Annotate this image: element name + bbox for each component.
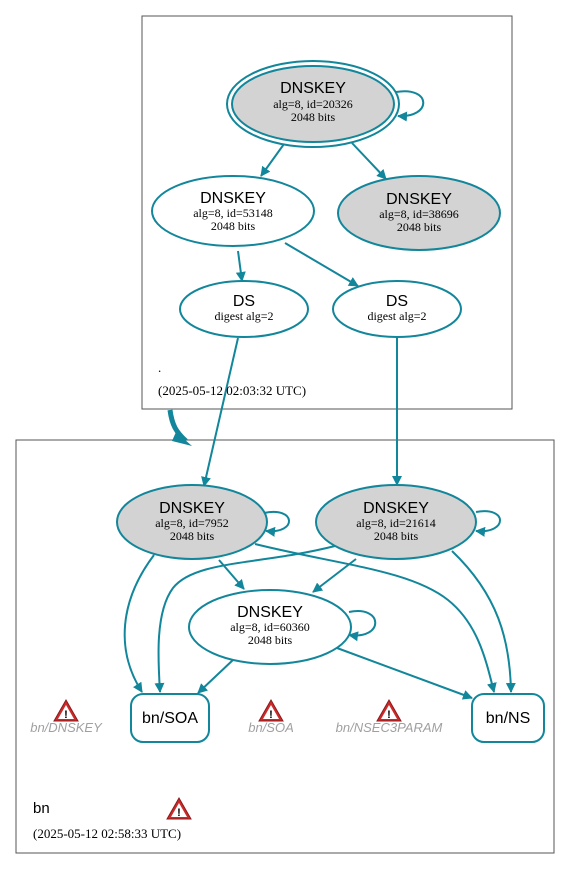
- svg-text:!: !: [387, 709, 391, 721]
- svg-text:!: !: [177, 807, 181, 819]
- edge-bn-ksk1-self: [263, 510, 290, 537]
- warning-label-dnskey: bn/DNSKEY: [30, 720, 103, 735]
- delegation-arrowhead: [172, 432, 192, 446]
- node-detail: digest alg=2: [214, 309, 273, 323]
- node-detail: 2048 bits: [248, 633, 293, 647]
- node-title: DNSKEY: [159, 500, 225, 517]
- edge-ksk-key3: [351, 142, 387, 180]
- node-bn-ns[interactable]: bn/NS: [471, 693, 545, 743]
- node-detail: alg=8, id=38696: [379, 207, 459, 221]
- bn-zone-box: [15, 439, 555, 854]
- node-detail: 2048 bits: [211, 219, 256, 233]
- edge-ksk-zsk: [260, 143, 285, 177]
- node-detail: 2048 bits: [170, 529, 215, 543]
- edge-bn-ksk2-soa: [154, 545, 336, 693]
- svg-text:!: !: [269, 709, 273, 721]
- node-title: bn/NS: [486, 710, 530, 727]
- edge-bn-zsk-self: [348, 610, 377, 642]
- warning-triangle-icon[interactable]: !: [166, 796, 192, 820]
- node-title: DNSKEY: [200, 190, 266, 207]
- node-bn-zsk[interactable]: DNSKEY alg=8, id=60360 2048 bits: [188, 589, 352, 665]
- edge-zsk-ds1: [235, 250, 246, 282]
- edge-bn-ksk2-ns: [451, 550, 516, 693]
- node-detail: alg=8, id=20326: [273, 97, 353, 111]
- node-detail: 2048 bits: [397, 220, 442, 234]
- edge-bn-ksk1-soa: [123, 554, 155, 693]
- edge-bn-ksk2-self: [475, 510, 501, 537]
- node-root-zsk[interactable]: DNSKEY alg=8, id=53148 2048 bits: [151, 175, 315, 247]
- node-title: DNSKEY: [237, 604, 303, 621]
- node-root-ds2[interactable]: DS digest alg=2: [332, 280, 462, 338]
- node-detail: alg=8, id=7952: [155, 516, 229, 530]
- edge-bn-zsk-soa: [197, 658, 235, 694]
- node-bn-ksk1[interactable]: DNSKEY alg=8, id=7952 2048 bits: [116, 484, 268, 560]
- root-zone-timestamp: (2025-05-12 02:03:32 UTC): [158, 383, 306, 398]
- warning-label-nsec3param: bn/NSEC3PARAM: [336, 720, 443, 735]
- node-title: DNSKEY: [363, 500, 429, 517]
- edge-bn-zsk-ns: [336, 647, 473, 700]
- node-detail: alg=8, id=53148: [193, 206, 273, 220]
- node-root-ksk[interactable]: DNSKEY alg=8, id=20326 2048 bits: [226, 60, 400, 148]
- edge-ds1-bn-ksk1: [201, 337, 239, 487]
- bn-zone-timestamp: (2025-05-12 02:58:33 UTC): [33, 826, 181, 841]
- warning-triangle-icon[interactable]: !: [376, 698, 402, 722]
- svg-text:!: !: [64, 709, 68, 721]
- warning-triangle-icon[interactable]: !: [258, 698, 284, 722]
- node-title: DNSKEY: [280, 80, 346, 97]
- edge-ksk-self: [395, 90, 425, 122]
- node-detail: digest alg=2: [367, 309, 426, 323]
- node-bn-ksk2[interactable]: DNSKEY alg=8, id=21614 2048 bits: [315, 484, 477, 560]
- node-detail: alg=8, id=60360: [230, 620, 310, 634]
- bn-zone-name: bn: [33, 800, 50, 817]
- node-detail: 2048 bits: [291, 110, 336, 124]
- node-title: bn/SOA: [142, 710, 198, 727]
- node-title: DS: [386, 293, 408, 310]
- node-title: DS: [233, 293, 255, 310]
- root-zone-box: [141, 15, 513, 410]
- node-detail: alg=8, id=21614: [356, 516, 436, 530]
- warning-label-soa: bn/SOA: [248, 720, 294, 735]
- warning-triangle-icon[interactable]: !: [53, 698, 79, 722]
- edge-bn-ksk1-ns: [254, 543, 497, 693]
- node-detail: 2048 bits: [374, 529, 419, 543]
- node-root-key3[interactable]: DNSKEY alg=8, id=38696 2048 bits: [337, 175, 501, 251]
- root-zone-name: .: [158, 360, 161, 375]
- node-title: DNSKEY: [386, 191, 452, 208]
- node-root-ds1[interactable]: DS digest alg=2: [179, 280, 309, 338]
- edge-zsk-ds2: [284, 242, 359, 287]
- node-bn-soa[interactable]: bn/SOA: [130, 693, 210, 743]
